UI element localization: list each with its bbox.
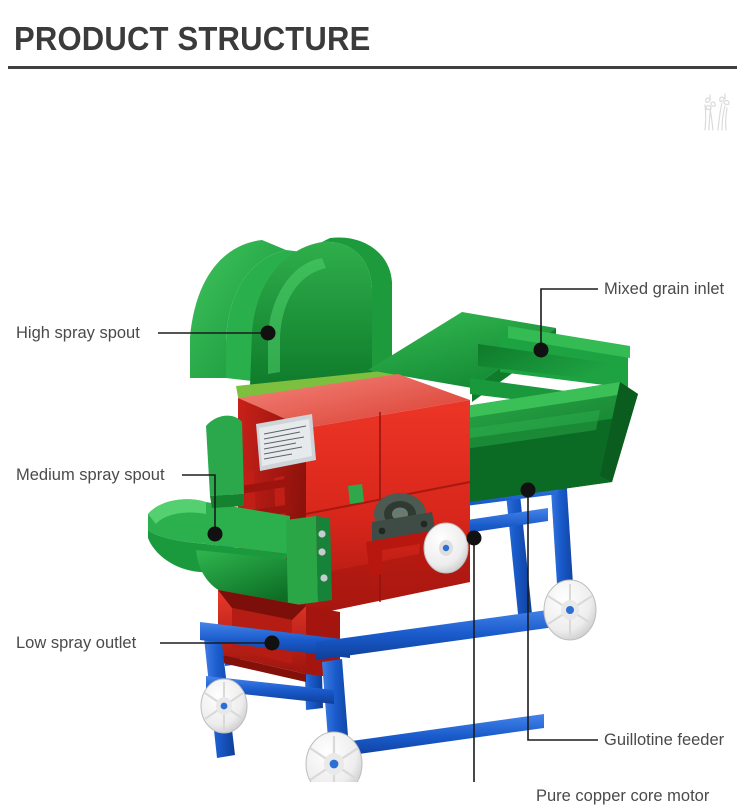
callout-label-low-spray-outlet: Low spray outlet bbox=[16, 634, 137, 652]
wheel-rear-right bbox=[423, 522, 469, 574]
leader-line-medium-spray-spout bbox=[182, 474, 216, 528]
product-diagram-stage bbox=[0, 82, 750, 782]
caster-wheels bbox=[200, 522, 597, 782]
anchor-dot-guillotine-feeder bbox=[520, 482, 536, 498]
callout-leader-lines bbox=[158, 288, 598, 782]
mixed-grain-inlet-part bbox=[368, 312, 630, 412]
machine-stand-front bbox=[200, 608, 562, 782]
wheel-front-left bbox=[305, 731, 363, 782]
bearing-housing bbox=[372, 493, 436, 544]
medium-spray-spout-part bbox=[148, 499, 332, 618]
anchor-dot-high-spray-spout bbox=[260, 325, 276, 341]
anchor-dot-low-spray-outlet bbox=[264, 635, 280, 651]
leader-line-guillotine-feeder bbox=[527, 496, 598, 741]
anchor-dot-medium-spray-spout bbox=[207, 526, 223, 542]
callout-label-guillotine-feeder: Guillotine feeder bbox=[604, 731, 725, 749]
title-divider bbox=[8, 66, 737, 69]
page-title: PRODUCT STRUCTURE bbox=[14, 20, 371, 57]
callout-label-pure-copper-core-motor: Pure copper core motor bbox=[536, 787, 710, 805]
page-header: PRODUCT STRUCTURE bbox=[0, 0, 750, 82]
anchor-dot-mixed-grain-inlet bbox=[533, 342, 549, 358]
product-illustration bbox=[148, 237, 638, 782]
rear-left-spout bbox=[206, 415, 244, 508]
leader-line-mixed-grain-inlet bbox=[540, 288, 598, 344]
wheel-front-right bbox=[543, 579, 597, 641]
wheel-left bbox=[200, 678, 248, 734]
callout-label-high-spray-spout: High spray spout bbox=[16, 324, 140, 342]
callout-label-mixed-grain-inlet: Mixed grain inlet bbox=[604, 280, 725, 298]
machine-nameplate bbox=[256, 414, 316, 471]
callout-label-medium-spray-spout: Medium spray spout bbox=[16, 466, 165, 484]
callout-anchor-dots bbox=[207, 325, 549, 651]
anchor-dot-pure-copper-core-motor bbox=[466, 530, 482, 546]
leader-line-pure-copper-core-motor bbox=[473, 544, 475, 782]
grass-stalks-icon bbox=[704, 93, 730, 131]
